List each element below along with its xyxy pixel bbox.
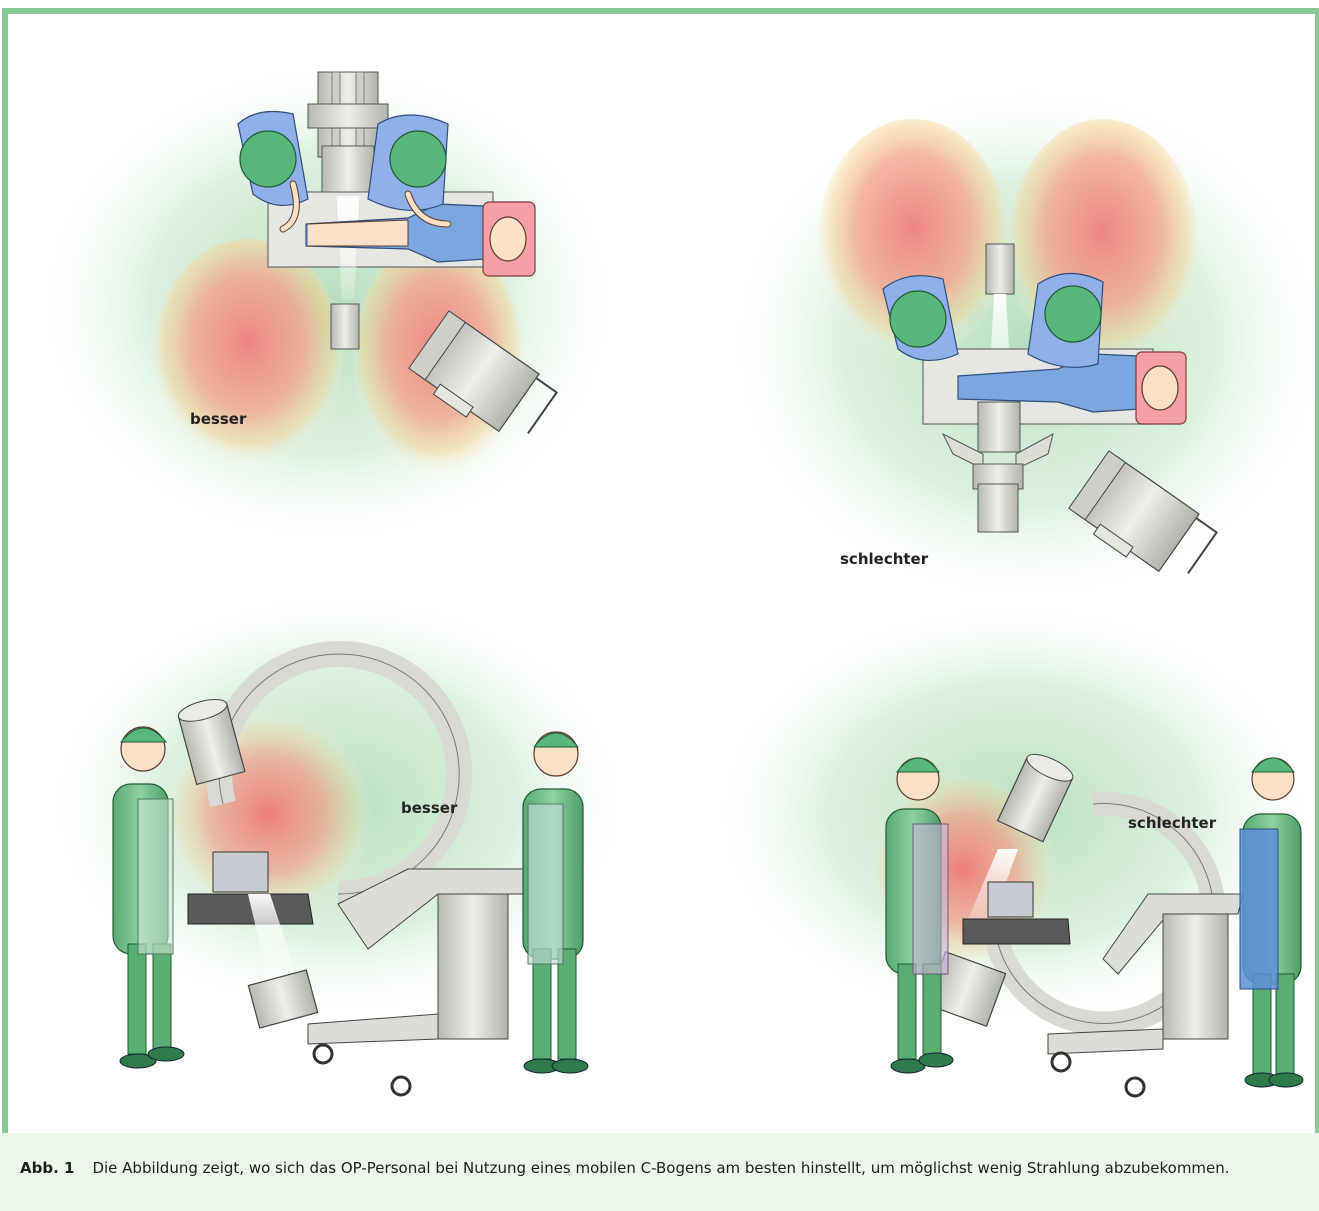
- caption-text: Abb. 1 Die Abbildung zeigt, wo sich das O…: [20, 1157, 1310, 1180]
- surgeon-right-top-view: [1028, 273, 1103, 367]
- caption-body: Die Abbildung zeigt, wo sich das OP-Pers…: [92, 1159, 1229, 1177]
- figure-frame: besser schlechter besser schlechter: [2, 8, 1319, 1139]
- panel-bottom-right: [703, 594, 1315, 1096]
- figure-illustration: [8, 14, 1315, 1133]
- label-bottom-left: besser: [401, 799, 457, 817]
- radiation-zone-left: [153, 239, 343, 469]
- label-bottom-right: schlechter: [1128, 814, 1216, 832]
- figure-caption: Abb. 1 Die Abbildung zeigt, wo sich das O…: [0, 1133, 1319, 1211]
- label-top-left: besser: [190, 410, 246, 428]
- panel-bottom-left: [38, 584, 638, 1095]
- label-top-right: schlechter: [840, 550, 928, 568]
- panel-top-right: [718, 74, 1315, 614]
- caption-label: Abb. 1: [20, 1159, 74, 1177]
- safe-zone-halo: [718, 74, 1315, 614]
- panel-top-left: [28, 54, 628, 554]
